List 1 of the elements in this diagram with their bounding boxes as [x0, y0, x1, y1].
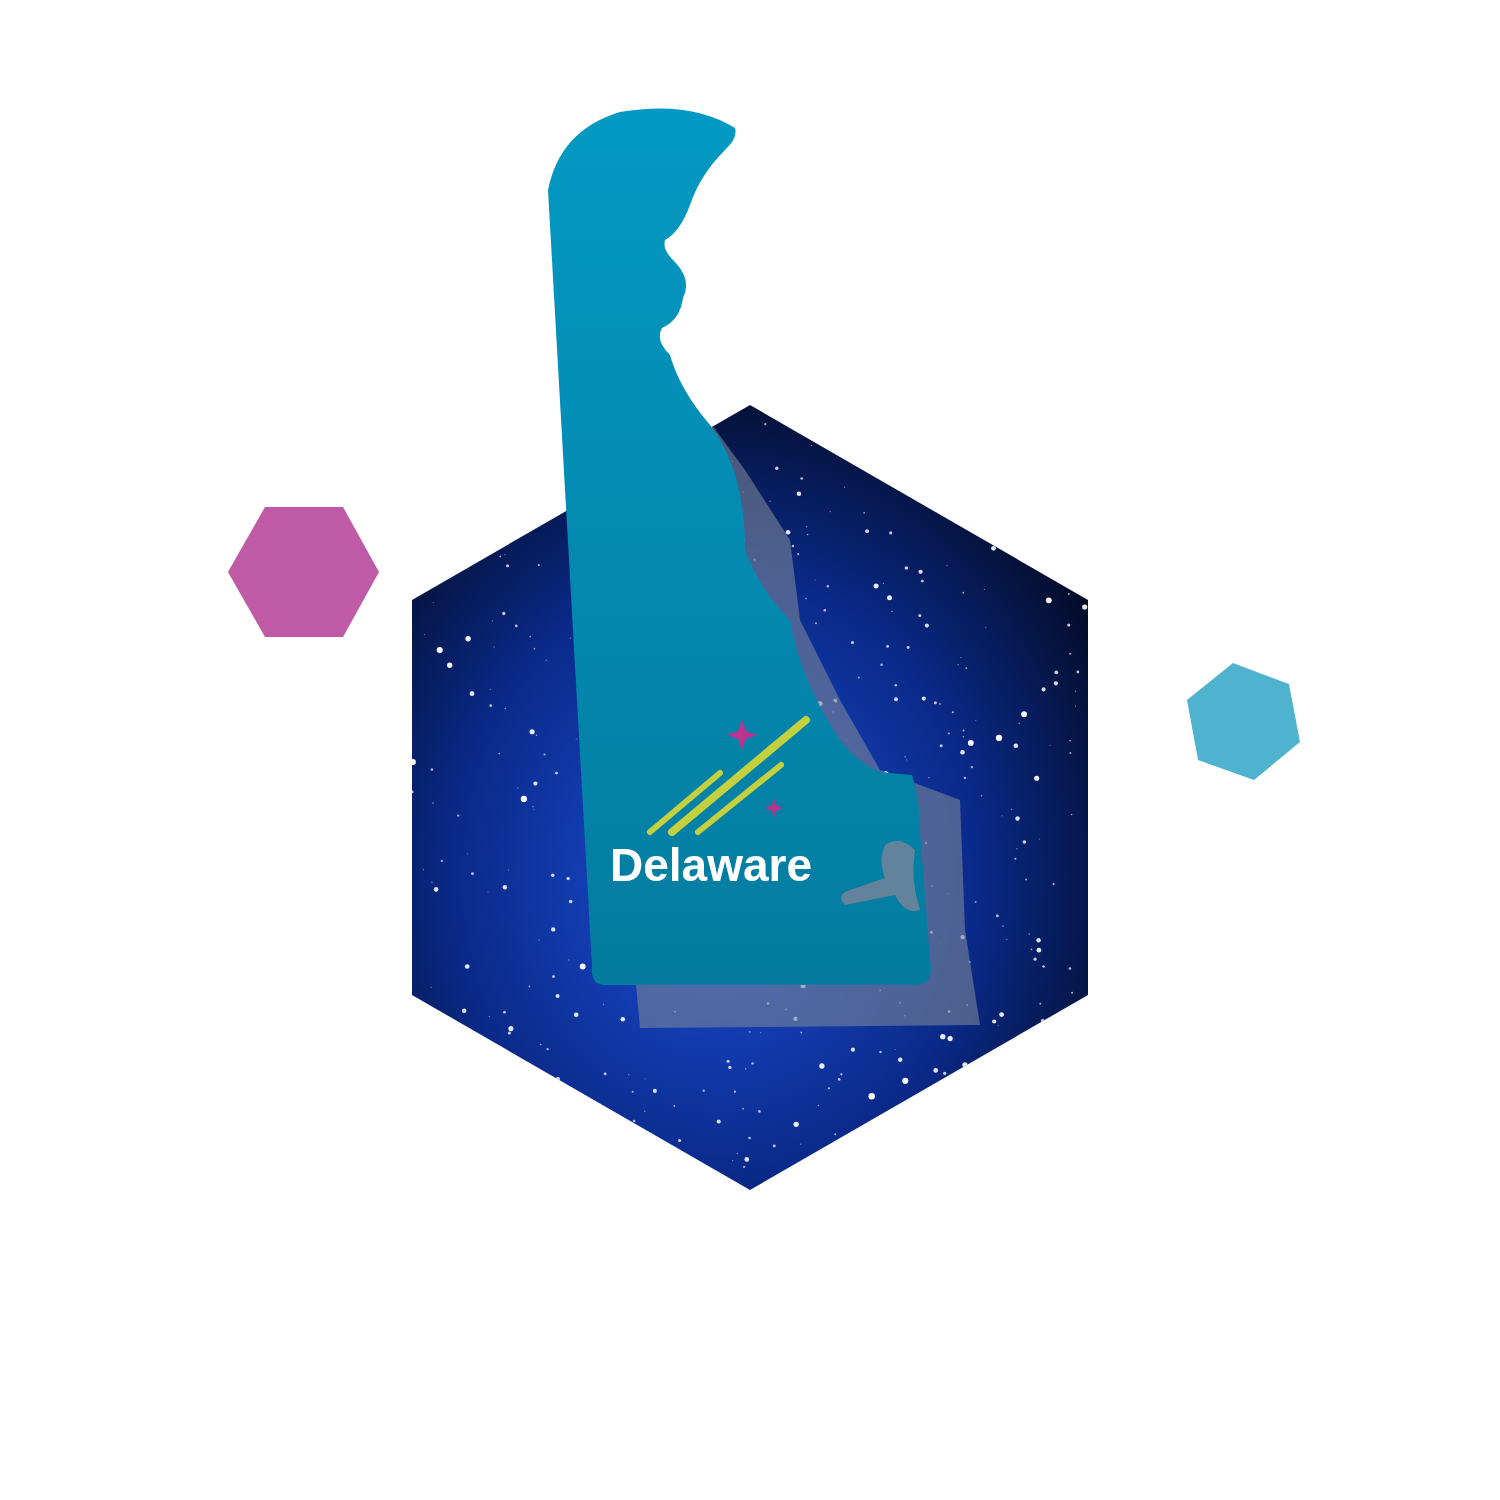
state-name: Delaware [610, 842, 812, 888]
